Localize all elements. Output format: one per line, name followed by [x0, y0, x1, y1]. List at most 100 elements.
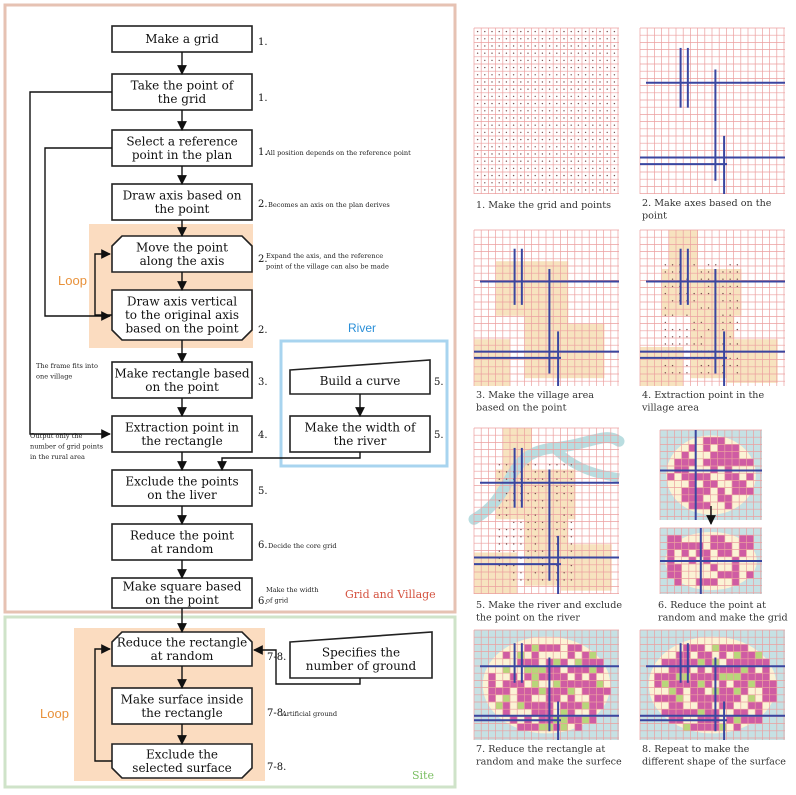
grid-point [491, 131, 493, 134]
grid-point [520, 167, 522, 170]
grid-point [707, 264, 710, 266]
grid-point [556, 102, 558, 105]
grid-point [584, 174, 587, 177]
grid-point [505, 45, 508, 47]
ground-cell [719, 666, 727, 674]
ground-cell [668, 666, 676, 674]
grid-point [541, 52, 544, 54]
grid-point [534, 182, 536, 184]
ground-cell [495, 687, 503, 695]
ground-cell [567, 709, 575, 717]
grid-point [563, 182, 565, 184]
ground-cell [719, 673, 727, 681]
ground-cell [724, 571, 732, 579]
grid-point [570, 174, 572, 177]
ground-cell [531, 644, 539, 652]
ground-cell [574, 666, 582, 674]
ground-cell [517, 680, 525, 688]
ground-cell [688, 480, 696, 488]
grid-point [700, 321, 703, 324]
grid-point [512, 124, 515, 126]
grid-point [520, 174, 522, 177]
ground-cell [690, 680, 698, 688]
ground-cell [589, 651, 597, 659]
ground-cell [740, 716, 748, 724]
grid-point [541, 110, 544, 112]
grid-point [599, 160, 601, 162]
ground-cell [733, 694, 741, 702]
grid-point [513, 550, 515, 552]
ground-cell [688, 444, 696, 452]
grid-point [729, 278, 731, 280]
grid-point [700, 307, 703, 309]
grid-point [577, 59, 580, 62]
grid-point [592, 124, 594, 126]
ground-cell [740, 666, 748, 674]
grid-point [527, 492, 529, 495]
grid-point [736, 343, 739, 345]
river-arrow [217, 452, 361, 471]
ground-cell [703, 578, 711, 586]
ground-cell [755, 651, 763, 659]
ground-cell [668, 702, 676, 710]
grid-point [527, 102, 529, 105]
grid-point [512, 95, 515, 98]
grid-point [520, 81, 522, 83]
grid-point [556, 59, 558, 62]
grid-point [491, 174, 493, 177]
ground-cell [654, 673, 662, 681]
grid-point [541, 471, 544, 473]
grid-point [577, 138, 580, 141]
grid-point [527, 52, 529, 54]
grid-point [736, 321, 739, 324]
grid-point [541, 182, 544, 184]
box-outline [111, 469, 253, 507]
grid-point [548, 174, 551, 177]
grid-point [527, 124, 529, 126]
grid-point [613, 117, 616, 119]
grid-point [577, 153, 580, 155]
grid-point [476, 146, 479, 148]
grid-point [592, 95, 594, 98]
grid-point [534, 138, 536, 141]
grid-point [534, 536, 537, 538]
grid-point [671, 300, 674, 302]
ground-cell [524, 658, 532, 666]
grid-point [512, 45, 515, 47]
grid-point [498, 564, 501, 567]
grid-point [570, 146, 572, 148]
grid-point [700, 292, 703, 295]
grid-point [570, 500, 573, 502]
grid-point [613, 160, 616, 162]
grid-point [498, 30, 500, 33]
grid-point [736, 271, 739, 273]
grid-point [534, 174, 536, 177]
ground-cell [524, 702, 532, 710]
grid-point [505, 160, 508, 162]
grid-point [498, 66, 500, 69]
grid-point [556, 485, 558, 488]
grid-point [722, 271, 724, 273]
grid-point [556, 117, 558, 119]
grid-point [599, 153, 601, 155]
grid-point [527, 138, 529, 141]
grid-point [476, 182, 479, 184]
grid-point [520, 572, 522, 574]
grid-point [556, 45, 558, 47]
grid-point [570, 492, 573, 495]
grid-point [570, 30, 572, 33]
grid-point [534, 528, 537, 531]
grid-point [592, 30, 594, 33]
grid-point [534, 189, 536, 191]
grid-point [679, 328, 681, 331]
ground-cell [697, 680, 705, 688]
grid-point [556, 492, 558, 495]
ground-cell [553, 723, 561, 731]
grid-point [671, 264, 674, 266]
ground-cell [531, 709, 539, 717]
